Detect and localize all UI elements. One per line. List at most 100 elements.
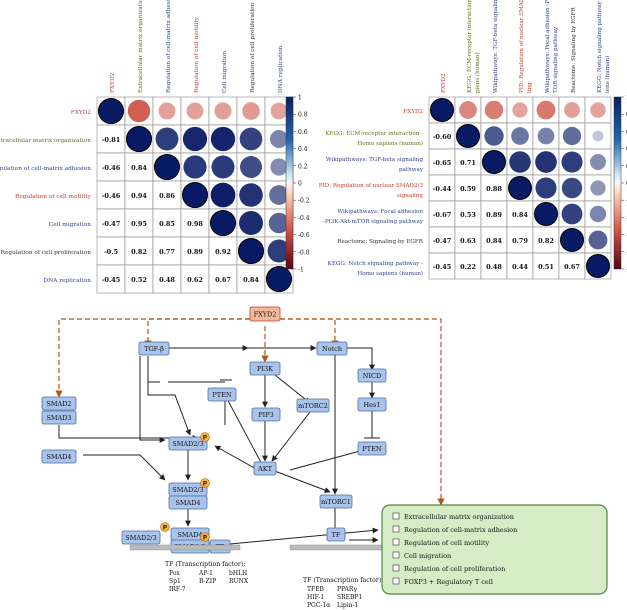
smadc-node: SMAD2/3 [121, 530, 161, 545]
mtorc-node: mTORC2 [296, 398, 330, 413]
correlation-value: -0.81 [102, 136, 121, 144]
pten-node: PTEN [207, 387, 237, 402]
correlation-circle [182, 182, 208, 208]
tgfb-node: TGF-β [138, 341, 170, 356]
correlation-circle [561, 203, 583, 225]
column-label: PID: Regulation of nuclear SMAD2/3 signa [519, 0, 525, 93]
colorbar-gradient [613, 96, 622, 270]
row-label: Wikipathways: TGF-beta signaling [326, 157, 424, 163]
tf-item: PPARγ [337, 586, 357, 593]
matrix-cell [124, 236, 154, 266]
matrix-cell [506, 252, 534, 280]
column-label-line2: TOR signaling pathway [553, 26, 559, 93]
signaling-arrows [58, 345, 379, 545]
phosphorylation-marker: P [200, 532, 210, 542]
correlation-value: 0.84 [243, 276, 259, 284]
correlation-circle [512, 102, 528, 118]
correlation-value: 0.44 [512, 263, 528, 271]
tf-item: HIF-1 [307, 594, 324, 601]
colorbar-tick-label: -1 [298, 267, 304, 274]
tf-item: RUNX [229, 578, 249, 585]
column-label: Cell migration [222, 51, 228, 93]
correlation-value: -0.45 [102, 276, 121, 284]
correlation-circle [186, 102, 204, 120]
correlation-value: 0.51 [538, 263, 554, 271]
correlation-circle [484, 126, 504, 146]
colorbar-tick-label: 0 [298, 181, 302, 188]
notch-node: Notch [316, 341, 348, 356]
row-label-line2: pathway [399, 167, 424, 173]
correlation-value: 0.53 [460, 211, 476, 219]
dna-strand-left [129, 544, 241, 551]
correlation-circle [242, 102, 260, 120]
row-label: FXYD2 [71, 110, 92, 116]
column-label: KEGG: ECM-receptor interaction - Homo sa [467, 0, 473, 93]
node-label: SMAD2/3 [125, 534, 156, 542]
correlation-value: 0.62 [187, 276, 203, 284]
colorbar-tick-label: -0.4 [298, 215, 310, 222]
tf-item: AP-1 [198, 570, 213, 577]
tf-title: TF (Transcription factor): [303, 577, 383, 584]
tf-item: TFEB [307, 586, 325, 593]
node-label: mTORC1 [321, 498, 351, 506]
matrix-cell [152, 208, 182, 238]
column-label: DNA replication [278, 45, 284, 93]
row-label: Wikipathways: Focal adhesion [337, 209, 423, 215]
output-bullet [392, 512, 400, 520]
row-label: KEGG: Notch signaling pathway - [328, 261, 423, 267]
correlation-circle [592, 130, 604, 142]
node-label: FXYD2 [254, 311, 277, 319]
correlation-circle [127, 99, 151, 123]
matrix-cell [428, 122, 456, 150]
correlation-value: 0.94 [131, 192, 147, 200]
pip-node: PIP3 [251, 407, 281, 422]
matrix-cell [532, 226, 560, 254]
tf-item: B-ZIP [199, 578, 216, 585]
colorbar-tick-label: -0.8 [298, 249, 310, 256]
matrix-cell [454, 200, 482, 228]
correlation-value: -0.5 [104, 248, 118, 256]
correlation-value: -0.60 [433, 133, 452, 141]
fxyd-node: FXYD2 [249, 306, 281, 322]
correlation-value: 0.79 [512, 237, 528, 245]
correlation-circle [560, 228, 584, 252]
correlation-value: 0.77 [159, 248, 175, 256]
tf-item: bHLH [229, 570, 247, 577]
node-label: TF [332, 531, 341, 539]
correlation-circle [511, 127, 529, 145]
correlation-value: 0.82 [538, 237, 554, 245]
matrix-cell [96, 264, 126, 294]
correlation-circle [269, 129, 289, 149]
node-label: Hes1 [364, 401, 381, 409]
correlation-circle [269, 185, 289, 205]
smad-node: SMAD2 [41, 396, 77, 411]
correlation-circle [267, 239, 291, 263]
column-label: FXYD2 [110, 72, 116, 93]
correlation-value: -0.44 [433, 185, 452, 193]
column-label-line2: piens (human) [474, 52, 481, 93]
correlation-circle [589, 205, 607, 223]
matrix-cell [454, 148, 482, 176]
tf-item: Lipin-1 [337, 602, 358, 609]
correlation-value: 0.86 [159, 192, 175, 200]
correlation-value: -0.67 [433, 211, 452, 219]
node-label: SMAD4 [175, 499, 200, 507]
correlation-value: 0.84 [131, 164, 147, 172]
row-label-line2: Homo sapiens (human) [357, 270, 423, 277]
correlation-circle [561, 177, 583, 199]
svg-text:P: P [203, 534, 208, 541]
correlation-circle [456, 124, 480, 148]
colorbar-tick-label: 0.2 [298, 163, 308, 170]
pik-node: PI3K [249, 361, 281, 376]
correlation-circle [270, 158, 288, 176]
hes-node: Hes1 [357, 397, 387, 412]
output-bullet [392, 564, 400, 572]
colorbar-tick-label: -0.2 [298, 198, 310, 205]
correlation-value: -0.47 [102, 220, 121, 228]
node-label: SMAD2/3 [172, 440, 203, 448]
correlation-circle [430, 98, 454, 122]
row-label: KEGG: ECM-receptor interaction - [325, 131, 423, 137]
correlation-circle [238, 238, 264, 264]
output-bullet [392, 551, 400, 559]
